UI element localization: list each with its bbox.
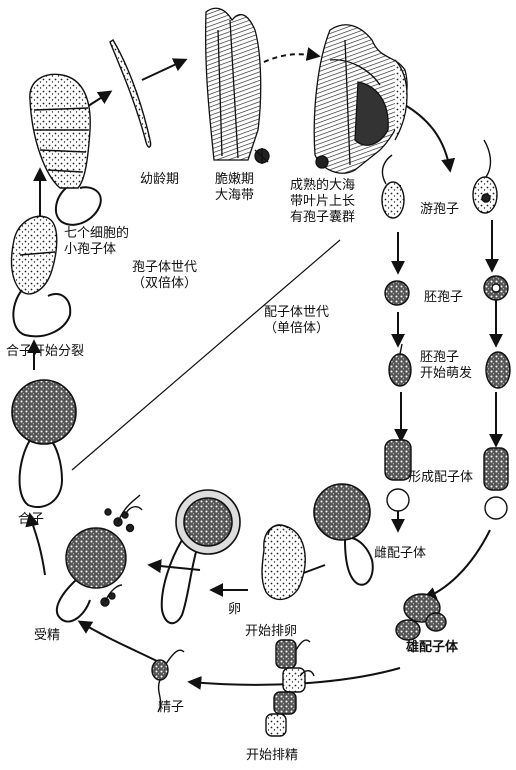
germinating-spore-male	[485, 351, 511, 389]
label-sporophyte-gen-line1: 孢子体世代	[132, 260, 198, 275]
label-embryo-germ-line1: 胚孢子	[420, 350, 460, 365]
sperm-cell	[151, 649, 185, 713]
label-mature-line2: 带叶片上长	[290, 194, 356, 209]
label-embryo-germinating: 胚孢子 开始萌发	[420, 350, 472, 382]
egg-cell	[160, 489, 241, 625]
zoospore-female	[381, 154, 405, 219]
embryo-spore-female	[384, 280, 410, 306]
male-gametophyte-cell	[395, 593, 447, 641]
label-seven-cell: 七个细胞的 小孢子体	[64, 226, 129, 258]
label-sporophyte-gen-line2: （双倍体）	[132, 276, 198, 291]
label-young-stage: 幼龄期	[140, 172, 180, 187]
sperm-release	[265, 639, 315, 737]
label-mature-stage: 成熟的大海 带叶片上长 有孢子囊群	[290, 178, 355, 226]
egg-release	[261, 524, 306, 601]
label-embryo-germ-line2: 开始萌发	[420, 366, 473, 381]
embryo-spore-male	[483, 275, 509, 301]
zygote-cell	[11, 379, 77, 508]
label-male-gametophyte: 雄配子体	[406, 640, 459, 655]
dividing-zygote	[10, 215, 72, 338]
label-zygote-dividing: 合子开始分裂	[6, 344, 85, 359]
label-sperm: 精子	[158, 700, 185, 715]
label-start-sperm-release: 开始排精	[246, 748, 299, 763]
label-gametophyte-gen-line2: （单倍体）	[264, 321, 330, 336]
female-gametophyte-cell	[313, 483, 374, 586]
label-mature-line1: 成熟的大海	[290, 178, 356, 193]
label-form-gametophyte: 形成配子体	[408, 470, 474, 485]
tender-kelp	[204, 7, 270, 164]
young-kelp	[109, 39, 152, 148]
label-female-gametophyte: 雌配子体	[374, 546, 427, 561]
label-zygote: 合子	[18, 512, 45, 527]
label-egg: 卵	[228, 602, 242, 617]
fertilization-cell	[55, 494, 143, 623]
label-tender-line2: 大海带	[215, 188, 255, 203]
mature-kelp	[313, 24, 408, 174]
label-sporophyte-generation: 孢子体世代 （双倍体）	[132, 260, 197, 292]
forming-gametophyte-female	[384, 439, 412, 512]
germinating-spore-female	[388, 343, 412, 387]
forming-gametophyte-male	[483, 447, 509, 520]
generation-divider-line	[71, 239, 341, 471]
label-seven-cell-line2: 小孢子体	[64, 242, 117, 257]
seven-cell-sporophyte	[29, 73, 102, 226]
label-zoospore: 游孢子	[420, 202, 460, 217]
label-tender-stage: 脆嫩期 大海带	[215, 172, 254, 204]
label-embryo-spore: 胚孢子	[424, 290, 464, 305]
label-start-egg-release: 开始排卵	[245, 624, 298, 639]
label-seven-cell-line1: 七个细胞的	[64, 226, 130, 241]
label-tender-line1: 脆嫩期	[215, 172, 255, 187]
zoospore-male	[472, 139, 498, 214]
label-mature-line3: 有孢子囊群	[290, 210, 356, 225]
label-gametophyte-generation: 配子体世代 （单倍体）	[264, 305, 329, 337]
label-gametophyte-gen-line1: 配子体世代	[264, 305, 330, 320]
label-fertilization: 受精	[34, 628, 61, 643]
